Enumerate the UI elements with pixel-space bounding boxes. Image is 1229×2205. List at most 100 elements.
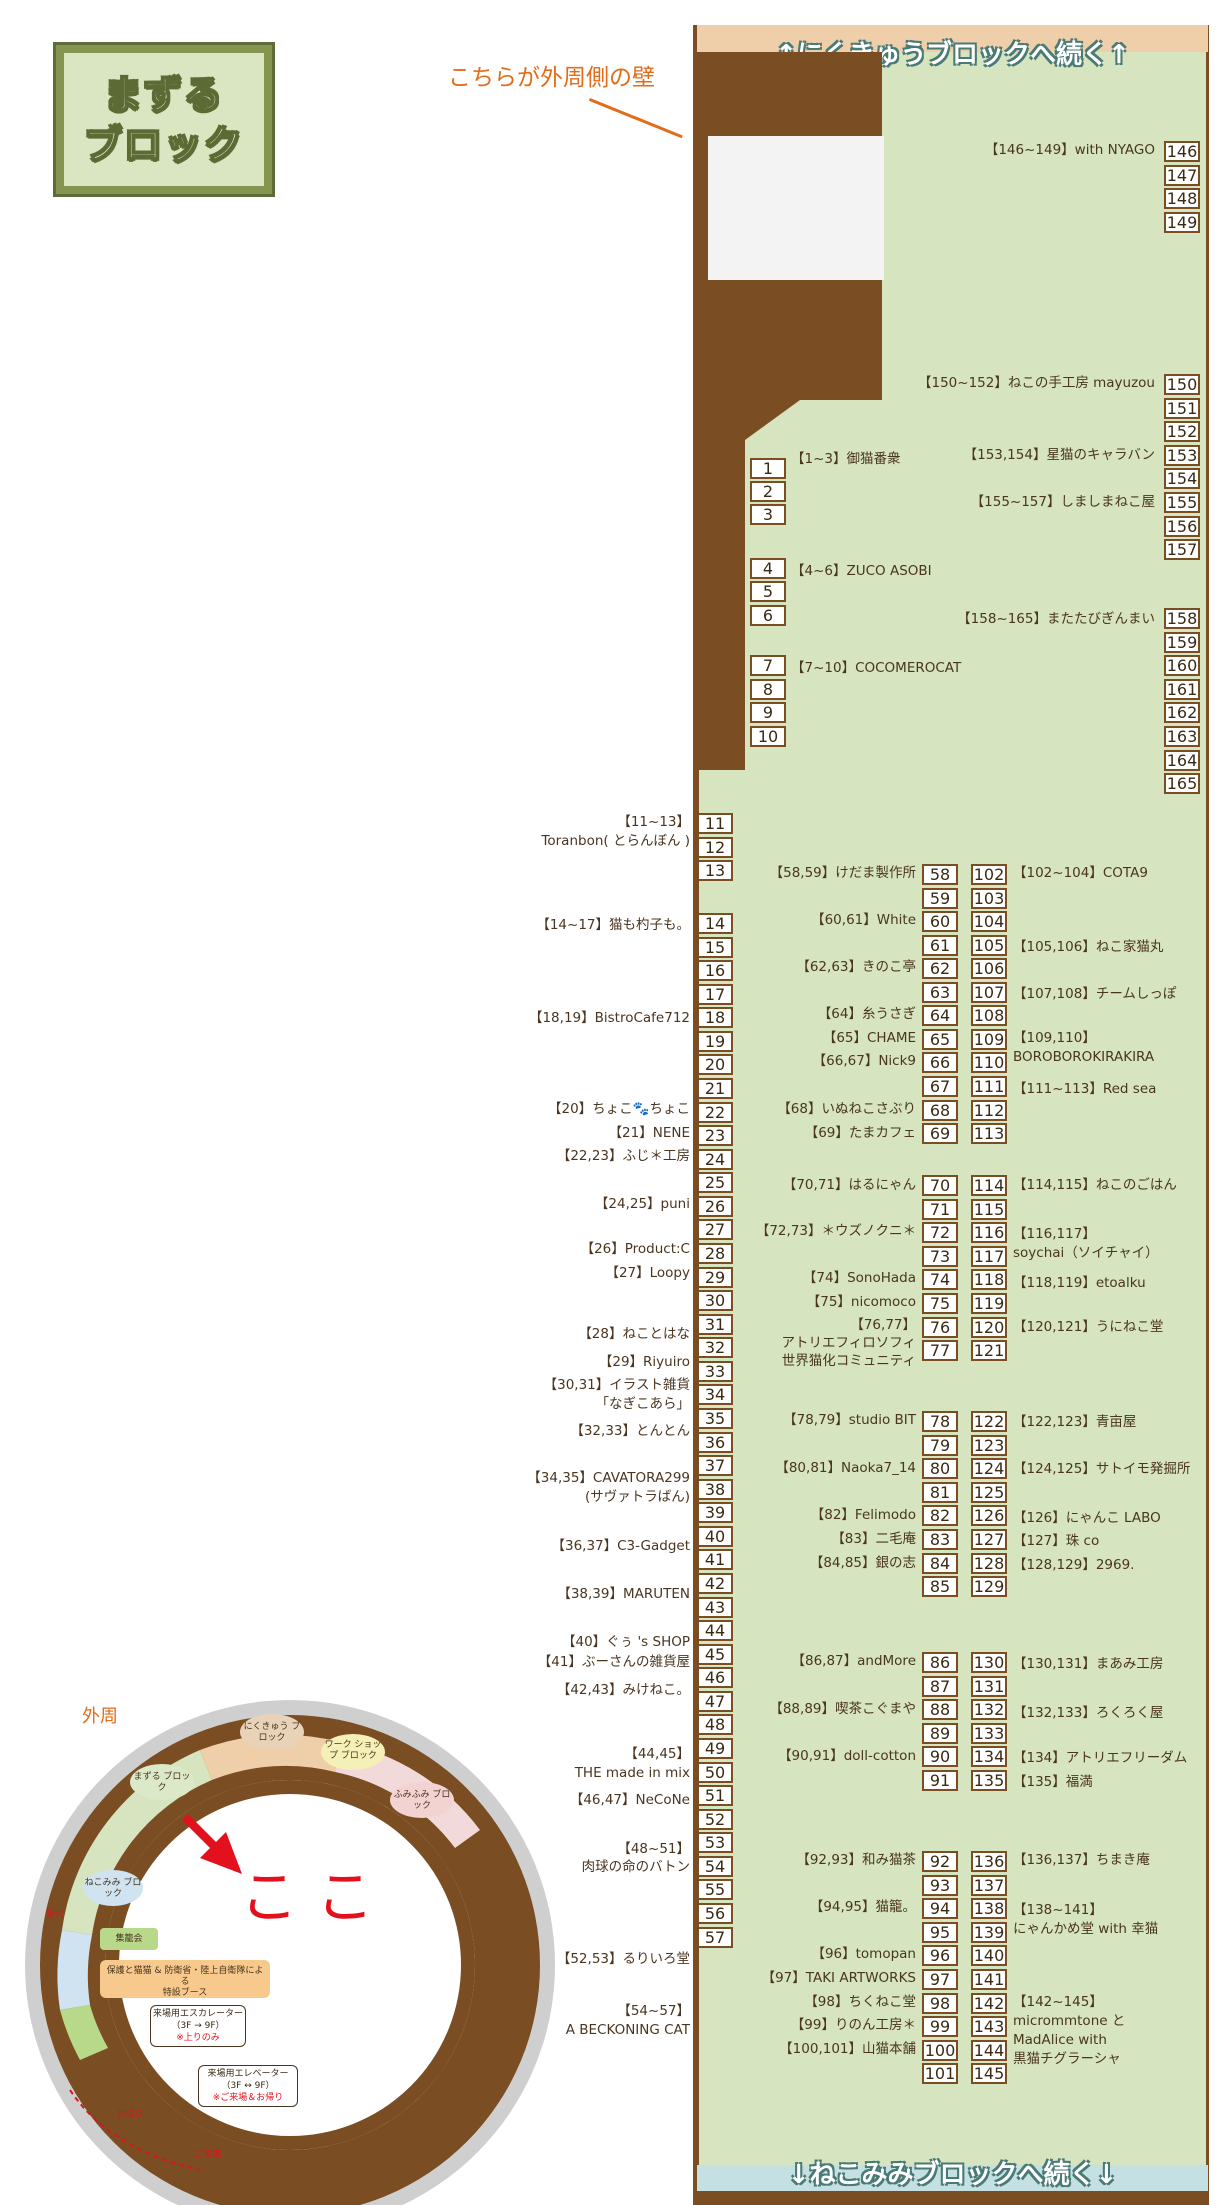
booth-label-l-100-101: 【100,101】山猫本舗 xyxy=(779,2041,916,2057)
booth-119: 119 xyxy=(971,1293,1007,1314)
booth-31: 31 xyxy=(697,1314,733,1335)
booth-152: 152 xyxy=(1164,421,1200,442)
booth-109: 109 xyxy=(971,1029,1007,1050)
booth-label-l-124-125: 【124,125】サトイモ発掘所 xyxy=(1013,1461,1191,1477)
booth-92: 92 xyxy=(922,1851,958,1872)
booth-label-l-153-154: 【153,154】星猫のキャラバン xyxy=(963,447,1155,463)
booth-label-l-138-141b: にゃんかめ堂 with 幸猫 xyxy=(1013,1921,1159,1937)
booth-163: 163 xyxy=(1164,726,1200,747)
booth-label-l-27: 【27】Loopy xyxy=(605,1265,690,1281)
booth-132: 132 xyxy=(971,1699,1007,1720)
booth-label-l-64: 【64】糸うさぎ xyxy=(817,1006,916,1022)
booth-24: 24 xyxy=(697,1149,733,1170)
booth-label-l-126: 【126】にゃんこ LABO xyxy=(1013,1510,1161,1526)
booth-124: 124 xyxy=(971,1458,1007,1479)
booth-label-l-44-45a: 【44,45】 xyxy=(624,1746,690,1762)
escalator-line2: （3F → 9F） xyxy=(171,2021,225,2031)
booth-105: 105 xyxy=(971,935,1007,956)
booth-77: 77 xyxy=(922,1340,958,1361)
booth-label-l-142-145c: MadAlice with xyxy=(1013,2032,1107,2048)
booth-label-l-92-93: 【92,93】和み猫茶 xyxy=(796,1852,916,1868)
outer-wall-note: こちらが外周側の壁 xyxy=(448,65,655,91)
booth-6: 6 xyxy=(750,605,786,626)
booth-label-l-82: 【82】Felimodo xyxy=(810,1507,916,1523)
booth-27: 27 xyxy=(697,1219,733,1240)
booth-116: 116 xyxy=(971,1222,1007,1243)
booth-label-l-127: 【127】珠 co xyxy=(1013,1533,1100,1549)
booth-61: 61 xyxy=(922,935,958,956)
booth-111: 111 xyxy=(971,1076,1007,1097)
booth-128: 128 xyxy=(971,1553,1007,1574)
booth-label-l-122-123: 【122,123】青亩屋 xyxy=(1013,1414,1137,1430)
booth-18: 18 xyxy=(697,1007,733,1028)
booth-label-l-20: 【20】ちょこ🐾ちょこ xyxy=(548,1101,690,1117)
booth-85: 85 xyxy=(922,1576,958,1597)
minimap-arrival: ご来場 xyxy=(194,2150,222,2160)
booth-label-l-142-145b: micrommtone と xyxy=(1013,2013,1126,2029)
booth-label-l-146-149: 【146~149】with NYAGO xyxy=(984,142,1155,158)
booth-label-l-116-117b: soychai（ソイチャイ） xyxy=(1013,1245,1159,1261)
booth-5: 5 xyxy=(750,581,786,602)
booth-87: 87 xyxy=(922,1676,958,1697)
booth-34: 34 xyxy=(697,1384,733,1405)
booth-140: 140 xyxy=(971,1945,1007,1966)
booth-8: 8 xyxy=(750,679,786,700)
booth-153: 153 xyxy=(1164,445,1200,466)
booth-30: 30 xyxy=(697,1290,733,1311)
booth-7: 7 xyxy=(750,655,786,676)
booth-51: 51 xyxy=(697,1785,733,1806)
booth-72: 72 xyxy=(922,1222,958,1243)
booth-79: 79 xyxy=(922,1435,958,1456)
booth-46: 46 xyxy=(697,1667,733,1688)
booth-148: 148 xyxy=(1164,188,1200,209)
booth-label-l-24-25: 【24,25】puni xyxy=(594,1196,690,1212)
booth-68: 68 xyxy=(922,1100,958,1121)
booth-49: 49 xyxy=(697,1738,733,1759)
booth-93: 93 xyxy=(922,1875,958,1896)
booth-label-l-102-104: 【102~104】COTA9 xyxy=(1013,865,1148,881)
booth-label-l-130-131: 【130,131】まあみ工房 xyxy=(1013,1656,1164,1672)
booth-48: 48 xyxy=(697,1714,733,1735)
booth-label-l-88-89: 【88,89】喫茶こぐまや xyxy=(769,1701,916,1717)
booth-label-l-107-108: 【107,108】チームしっぽ xyxy=(1013,986,1177,1002)
booth-11: 11 xyxy=(697,813,733,834)
booth-127: 127 xyxy=(971,1529,1007,1550)
block-title-line2: ブロック xyxy=(83,122,244,168)
booth-label-l-29: 【29】Riyuiro xyxy=(598,1354,690,1370)
booth-23: 23 xyxy=(697,1125,733,1146)
booth-107: 107 xyxy=(971,982,1007,1003)
booth-82: 82 xyxy=(922,1505,958,1526)
booth-98: 98 xyxy=(922,1993,958,2014)
booth-138: 138 xyxy=(971,1898,1007,1919)
booth-37: 37 xyxy=(697,1455,733,1476)
booth-43: 43 xyxy=(697,1597,733,1618)
booth-20: 20 xyxy=(697,1054,733,1075)
booth-80: 80 xyxy=(922,1458,958,1479)
booth-label-l-136-137: 【136,137】ちまき庵 xyxy=(1013,1852,1150,1868)
outer-wall-pointer xyxy=(588,98,683,139)
booth-59: 59 xyxy=(922,888,958,909)
booth-label-l-116-117a: 【116,117】 xyxy=(1013,1226,1096,1242)
booth-134: 134 xyxy=(971,1746,1007,1767)
booth-60: 60 xyxy=(922,911,958,932)
booth-16: 16 xyxy=(697,960,733,981)
booth-95: 95 xyxy=(922,1922,958,1943)
elevator-line3: ※ご来場＆お帰り xyxy=(212,2093,284,2103)
booth-66: 66 xyxy=(922,1052,958,1073)
booth-97: 97 xyxy=(922,1969,958,1990)
booth-141: 141 xyxy=(971,1969,1007,1990)
booth-label-l-30-31a: 【30,31】イラスト雑貨 xyxy=(543,1377,690,1393)
booth-label-l-134: 【134】アトリエフリーダム xyxy=(1013,1750,1188,1766)
booth-50: 50 xyxy=(697,1762,733,1783)
booth-label-l-7-10: 【7~10】COCOMEROCAT xyxy=(791,660,962,676)
booth-112: 112 xyxy=(971,1100,1007,1121)
booth-100: 100 xyxy=(922,2040,958,2061)
minimap-go-home: お帰り xyxy=(116,2110,144,2120)
minimap-shuukaijo: 集籠会 xyxy=(115,1934,143,1944)
booth-164: 164 xyxy=(1164,750,1200,771)
booth-88: 88 xyxy=(922,1699,958,1720)
booth-label-l-4-6: 【4~6】ZUCO ASOBI xyxy=(791,563,932,579)
booth-label-l-18-19: 【18,19】BistroCafe712 xyxy=(528,1010,690,1026)
booth-56: 56 xyxy=(697,1903,733,1924)
booth-63: 63 xyxy=(922,982,958,1003)
